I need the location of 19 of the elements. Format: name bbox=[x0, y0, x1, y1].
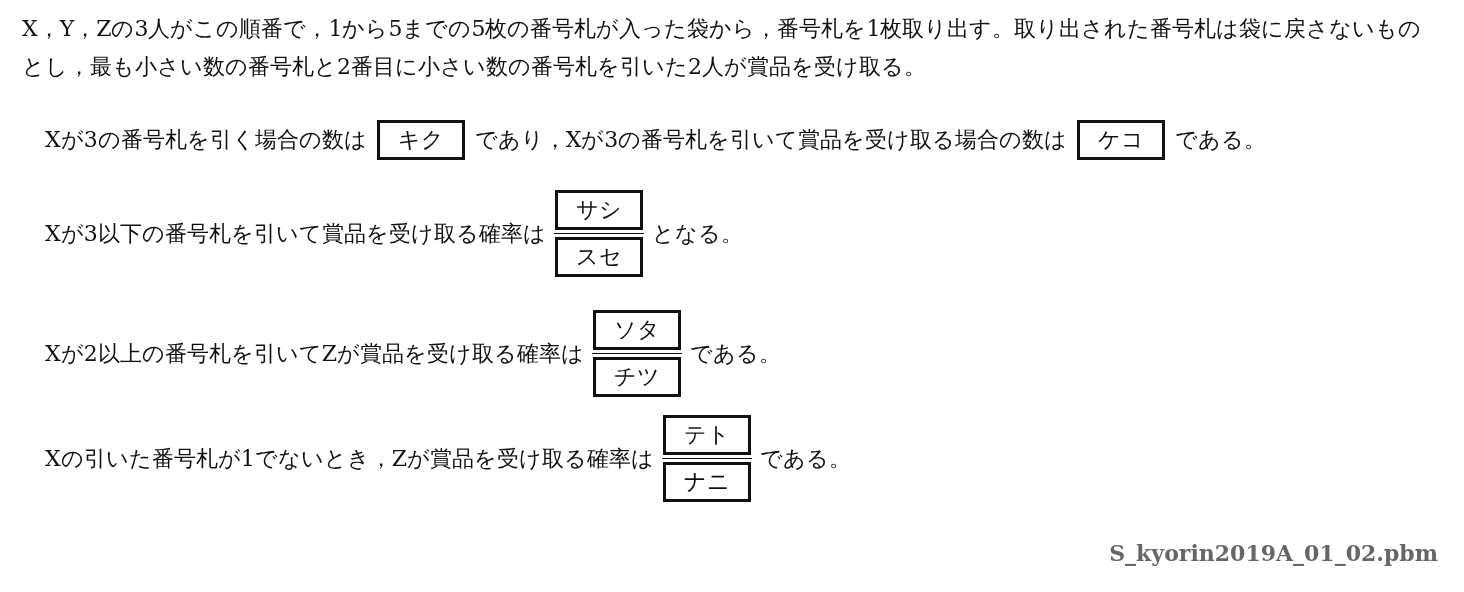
answer-box: サシ bbox=[554, 190, 643, 230]
answer-box: ソタ bbox=[592, 310, 681, 350]
answer-box: ケコ bbox=[1077, 120, 1166, 160]
question-text: Xが3の番号札を引く場合の数は bbox=[45, 126, 367, 154]
answer-box: スセ bbox=[554, 237, 643, 277]
file-name: S_kyorin2019A_01_02.pbm bbox=[1109, 540, 1438, 566]
question-text: であり，Xが3の番号札を引いて賞品を受け取る場合の数は bbox=[474, 126, 1068, 154]
answer-box: テト bbox=[662, 415, 751, 455]
answer-box: ナニ bbox=[662, 462, 751, 502]
question-text: である。 bbox=[1175, 126, 1267, 154]
problem-paragraph: X，Y，Zの3人がこの順番で，1から5までの5枚の番号札が入った袋から，番号札を1枚取り出す。取り出された番号札は袋に戻さないものとし，最も小さい数の番号札と2番目に小さい数の番号札を引いた2人が賞品を受け取る。 bbox=[22, 15, 1423, 81]
question-text: である。 bbox=[759, 444, 851, 473]
answer-box: チツ bbox=[592, 357, 681, 397]
question-text: となる。 bbox=[651, 219, 743, 248]
question-text: Xが2以上の番号札を引いてZが賞品を受け取る確率は bbox=[45, 339, 584, 368]
question-text: Xが3以下の番号札を引いて賞品を受け取る確率は bbox=[45, 219, 546, 248]
question-text: Xの引いた番号札が1でないとき，Zが賞品を受け取る確率は bbox=[45, 444, 654, 473]
question-text: である。 bbox=[689, 339, 781, 368]
answer-box: キク bbox=[376, 120, 465, 160]
